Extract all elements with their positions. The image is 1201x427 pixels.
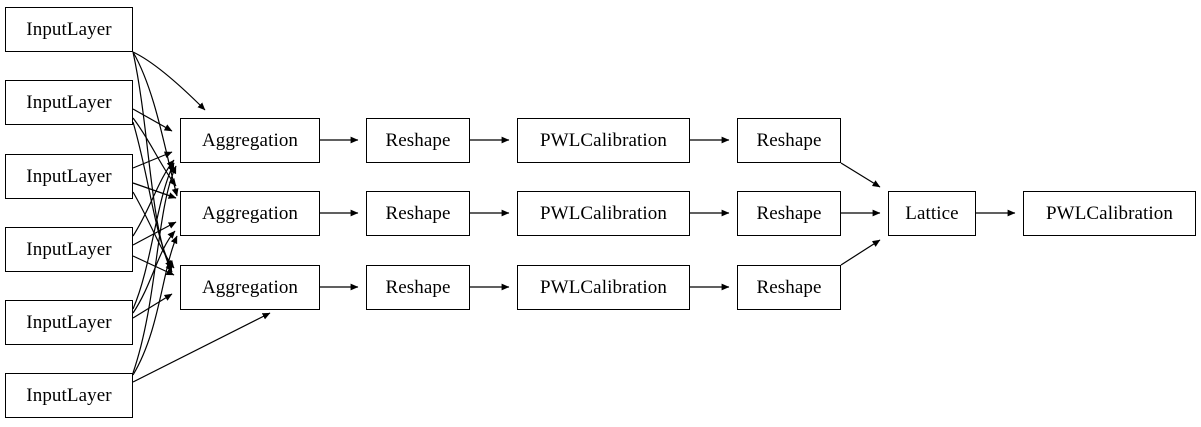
node-label: Reshape [385, 203, 451, 224]
node-label: InputLayer [26, 166, 112, 187]
node-label: PWLCalibration [540, 277, 667, 298]
node-agg_1[interactable]: Aggregation [180, 118, 320, 163]
edge-input_5-to-agg_2 [132, 230, 176, 314]
node-label: Reshape [385, 277, 451, 298]
node-label: InputLayer [26, 312, 112, 333]
node-pwl_out[interactable]: PWLCalibration [1023, 191, 1196, 236]
node-pwl_3[interactable]: PWLCalibration [517, 265, 690, 310]
edge-input_6-to-agg_1 [132, 165, 177, 374]
node-label: PWLCalibration [540, 203, 667, 224]
node-input_3[interactable]: InputLayer [5, 154, 133, 199]
edge-input_3-to-agg_1 [132, 151, 173, 169]
node-input_2[interactable]: InputLayer [5, 80, 133, 125]
edge-input_1-to-agg_1 [132, 51, 206, 111]
node-label: Aggregation [201, 203, 299, 224]
node-input_1[interactable]: InputLayer [5, 7, 133, 52]
node-reshape_b1[interactable]: Reshape [737, 118, 841, 163]
node-label: PWLCalibration [1046, 203, 1173, 224]
node-label: InputLayer [26, 239, 112, 260]
node-pwl_2[interactable]: PWLCalibration [517, 191, 690, 236]
edge-input_4-to-agg_2 [132, 221, 177, 246]
edge-input_5-to-agg_1 [132, 162, 175, 310]
node-agg_3[interactable]: Aggregation [180, 265, 320, 310]
edge-input_3-to-agg_2 [132, 182, 177, 199]
node-label: InputLayer [26, 19, 112, 40]
node-label: Aggregation [201, 130, 299, 151]
edge-reshape_b1-to-lattice [840, 162, 881, 188]
node-input_6[interactable]: InputLayer [5, 373, 133, 418]
node-reshape_a2[interactable]: Reshape [366, 191, 470, 236]
node-input_5[interactable]: InputLayer [5, 300, 133, 345]
node-label: Reshape [385, 130, 451, 151]
edge-input_1-to-agg_3 [132, 51, 173, 273]
node-reshape_b2[interactable]: Reshape [737, 191, 841, 236]
node-pwl_1[interactable]: PWLCalibration [517, 118, 690, 163]
node-reshape_a1[interactable]: Reshape [366, 118, 470, 163]
node-label: InputLayer [26, 92, 112, 113]
edge-input_1-to-agg_2 [132, 51, 179, 197]
edge-input_2-to-agg_3 [132, 121, 173, 269]
node-label: Reshape [756, 277, 822, 298]
node-label: Reshape [756, 130, 822, 151]
edge-reshape_b3-to-lattice [840, 239, 881, 266]
edge-input_2-to-agg_1 [132, 108, 173, 132]
node-label: Reshape [756, 203, 822, 224]
edge-input_6-to-agg_2 [132, 235, 178, 376]
node-label: InputLayer [26, 385, 112, 406]
edge-input_4-to-agg_1 [132, 159, 175, 237]
node-label: PWLCalibration [540, 130, 667, 151]
node-lattice[interactable]: Lattice [888, 191, 976, 236]
edge-input_2-to-agg_2 [132, 117, 177, 187]
edge-input_3-to-agg_3 [132, 191, 175, 269]
edge-input_6-to-agg_3 [132, 312, 271, 383]
node-input_4[interactable]: InputLayer [5, 227, 133, 272]
node-label: Aggregation [201, 277, 299, 298]
edge-input_5-to-agg_3 [132, 293, 173, 319]
edge-input_4-to-agg_3 [132, 255, 175, 276]
node-label: Lattice [905, 203, 959, 224]
node-reshape_b3[interactable]: Reshape [737, 265, 841, 310]
node-reshape_a3[interactable]: Reshape [366, 265, 470, 310]
node-agg_2[interactable]: Aggregation [180, 191, 320, 236]
